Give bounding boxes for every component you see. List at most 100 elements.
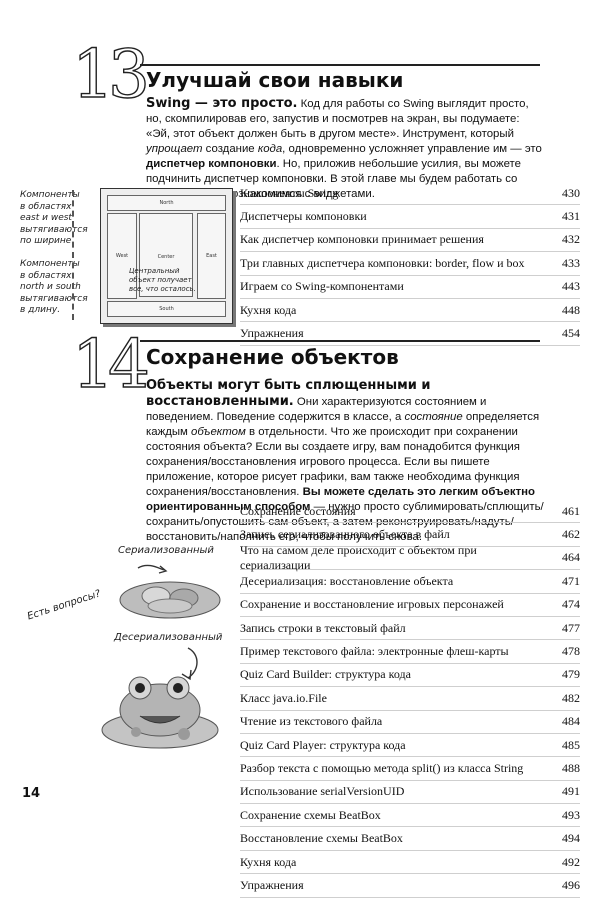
toc-page: 484 (562, 714, 580, 729)
toc-page: 491 (562, 784, 580, 799)
serialized-frog-image (119, 564, 221, 619)
toc-row: Кухня кода 448 (240, 299, 580, 323)
chapter-13-paragraph: Код для работы со Swing выглядит просто,… (146, 98, 542, 200)
chapter-14-intro: Объекты могут быть сплющенными и восстан… (146, 378, 546, 545)
toc-row: Сохранение и восстановление игровых перс… (240, 594, 580, 617)
toc-title: Сохранение и восстановление игровых перс… (240, 597, 504, 612)
toc-page: 443 (562, 279, 580, 294)
toc-row: Компоненты Swing 430 (240, 182, 580, 206)
toc-page: 482 (562, 690, 580, 705)
page-number: 14 (22, 786, 41, 801)
toc-row: Класс java.io.File 482 (240, 687, 580, 711)
toc-row: Упражнения 496 (240, 874, 580, 898)
toc-title: Класс java.io.File (240, 690, 327, 705)
toc-title: Компоненты Swing (240, 185, 339, 200)
border-layout-mockup: North West Center East South Центральный… (100, 188, 233, 324)
center-region: Center (139, 213, 193, 297)
toc-page: 462 (562, 527, 580, 542)
toc-title: Упражнения (240, 326, 304, 341)
toc-row: Диспетчеры компоновки 431 (240, 205, 580, 229)
toc-title: Кухня кода (240, 302, 297, 317)
toc-page: 493 (562, 807, 580, 822)
toc-title: Использование serialVersionUID (240, 784, 405, 799)
toc-title: Кухня кода (240, 854, 297, 869)
toc-title: Упражнения (240, 877, 304, 892)
toc-row: Quiz Card Builder: структура кода 479 (240, 664, 580, 688)
toc-page: 431 (562, 209, 580, 224)
chapter-14-lead: Объекты могут быть сплющенными и восстан… (146, 378, 431, 409)
toc-title: Три главных диспетчера компоновки: borde… (240, 255, 525, 270)
toc-page: 485 (562, 737, 580, 752)
toc-title: Играем со Swing-компонентами (240, 279, 404, 294)
toc-row: Сохранение схемы BeatBox 493 (240, 804, 580, 828)
toc-title: Пример текстового файла: электронные фле… (240, 644, 509, 659)
toc-page: 454 (562, 326, 580, 341)
chapter-13-lead: Swing — это просто. (146, 96, 298, 111)
toc-row: Использование serialVersionUID 491 (240, 781, 580, 805)
toc-row: Сохранение состояния 461 (240, 500, 580, 524)
toc-page: 448 (562, 302, 580, 317)
toc-row: Чтение из текстового файла 484 (240, 711, 580, 734)
toc-page: 461 (562, 503, 580, 518)
chapter-13-number: 13 (71, 36, 150, 113)
toc-title: Разбор текста с помощью метода split() и… (240, 760, 524, 775)
toc-row: Что на самом деле происходит с объектом … (240, 543, 580, 572)
toc-page: 474 (562, 597, 580, 612)
south-region: South (107, 301, 226, 317)
toc-page: 432 (562, 232, 580, 247)
toc-row: Запись строки в текстовый файл 477 (240, 617, 580, 641)
toc-row: Кухня кода 492 (240, 851, 580, 875)
chapter-13-title: Улучшай свои навыки (146, 68, 404, 92)
deserialized-frog-image (101, 647, 219, 749)
toc-page: 433 (562, 255, 580, 270)
toc-title: Восстановление схемы BeatBox (240, 831, 403, 846)
questions-label: Есть вопросы? (26, 588, 103, 623)
toc-row: Десериализация: восстановление объекта 47… (240, 570, 580, 594)
chapter-14-number: 14 (71, 326, 150, 403)
toc-row: Quiz Card Player: структура кода 485 (240, 734, 580, 758)
chapter-14-paragraph: Они характеризуются состоянием и поведен… (146, 396, 544, 543)
toc-page: 477 (562, 620, 580, 635)
toc-page: 430 (562, 185, 580, 200)
toc-title: Quiz Card Builder: структура кода (240, 667, 411, 682)
east-region: East (197, 213, 226, 299)
toc-row: Играем со Swing-компонентами 443 (240, 276, 580, 299)
toc-title: Сохранение состояния (240, 503, 356, 518)
toc-title: Что на самом деле происходит с объектом … (240, 542, 477, 572)
toc-title: Сохранение схемы BeatBox (240, 807, 381, 822)
toc-row: Запись сериализованного объекта в файл 46… (240, 523, 580, 547)
toc-title: Диспетчеры компоновки (240, 209, 367, 224)
toc-row: Как диспетчер компоновки принимает решен… (240, 229, 580, 253)
toc-row: Три главных диспетчера компоновки: borde… (240, 252, 580, 276)
toc-page: 494 (562, 831, 580, 846)
toc-row: Пример текстового файла: электронные фле… (240, 640, 580, 664)
side-note-marker (72, 190, 74, 320)
toc-title: Как диспетчер компоновки принимает решен… (240, 232, 484, 247)
toc-page: 471 (562, 573, 580, 588)
chapter-14-title: Сохранение объектов (146, 345, 399, 369)
chapter-13-rule (140, 64, 540, 66)
toc-row: Упражнения 454 (240, 322, 580, 346)
toc-page: 496 (562, 877, 580, 892)
west-region: West (107, 213, 137, 299)
toc-row: Восстановление схемы BeatBox 494 (240, 827, 580, 851)
toc-title: Quiz Card Player: структура кода (240, 737, 406, 752)
toc-title: Запись строки в текстовый файл (240, 620, 406, 635)
toc-page: 478 (562, 644, 580, 659)
toc-page: 488 (562, 760, 580, 775)
serialized-label: Сериализованный (118, 545, 214, 556)
toc-title: Десериализация: восстановление объекта (240, 573, 454, 588)
toc-page: 479 (562, 667, 580, 682)
toc-page: 492 (562, 854, 580, 869)
chapter-14-rule (140, 340, 540, 342)
toc-page: 464 (562, 550, 580, 565)
north-region: North (107, 195, 226, 211)
toc-title: Чтение из текстового файла (240, 714, 383, 729)
toc-title: Запись сериализованного объекта в файл (240, 527, 450, 542)
toc-row: Разбор текста с помощью метода split() и… (240, 757, 580, 781)
chapter-13-intro: Swing — это просто. Код для работы со Sw… (146, 96, 544, 202)
